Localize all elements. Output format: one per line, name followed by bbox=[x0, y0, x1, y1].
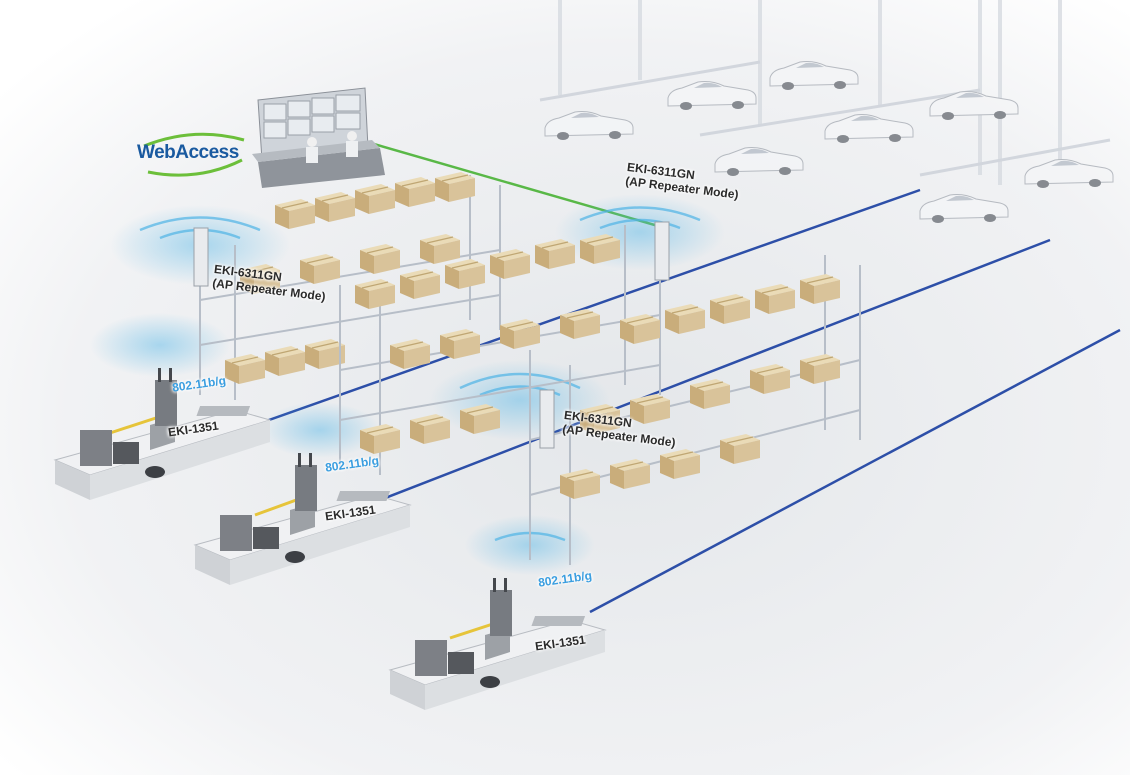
storage-rack-icon bbox=[199, 171, 861, 565]
access-point-device bbox=[193, 221, 670, 449]
control-room-icon bbox=[252, 87, 385, 188]
webaccess-logo: WebAccess bbox=[134, 132, 254, 180]
logo-text: WebAccess bbox=[137, 142, 239, 163]
logo-swoosh-icon bbox=[143, 132, 245, 177]
car-assembly-icon bbox=[539, 0, 1114, 224]
